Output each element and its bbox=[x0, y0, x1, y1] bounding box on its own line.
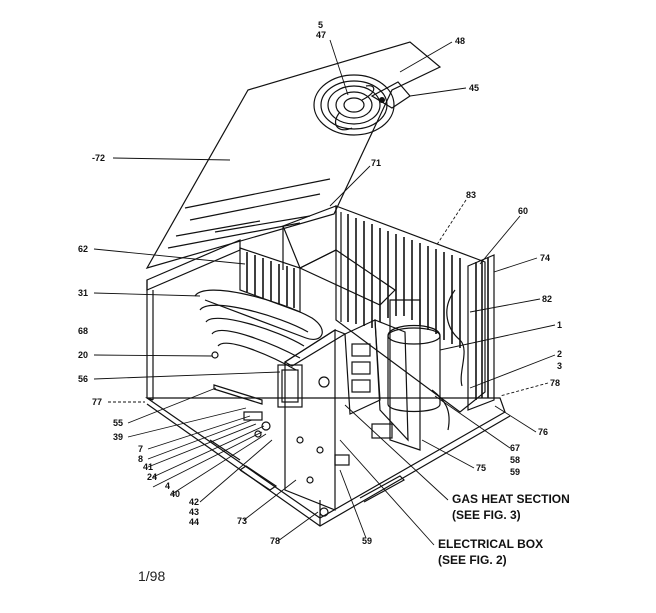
revision-date: 1/98 bbox=[138, 568, 165, 584]
part-label: 44 bbox=[189, 517, 199, 527]
gas-heat-section-label: GAS HEAT SECTION bbox=[452, 492, 570, 506]
compressor bbox=[387, 325, 450, 431]
part-label: 31 bbox=[78, 288, 88, 298]
part-label: 71 bbox=[371, 158, 381, 168]
part-label: 78 bbox=[270, 536, 280, 546]
part-label: 78 bbox=[550, 378, 560, 388]
part-label: 76 bbox=[538, 427, 548, 437]
part-label: 82 bbox=[542, 294, 552, 304]
part-label: 39 bbox=[113, 432, 123, 442]
part-label: 40 bbox=[170, 489, 180, 499]
electrical-box-label: ELECTRICAL BOX bbox=[438, 537, 543, 551]
part-label: 55 bbox=[113, 418, 123, 428]
part-label: 60 bbox=[518, 206, 528, 216]
heat-exchanger bbox=[239, 247, 301, 313]
part-label: 67 bbox=[510, 443, 520, 453]
electrical-box-reference: (SEE FIG. 2) bbox=[438, 553, 507, 567]
part-label: 75 bbox=[476, 463, 486, 473]
part-label: 24 bbox=[147, 472, 157, 482]
part-label: 1 bbox=[557, 320, 562, 330]
top-panel bbox=[145, 41, 442, 269]
part-label: 68 bbox=[78, 326, 88, 336]
part-label: 41 bbox=[143, 462, 153, 472]
part-label: 3 bbox=[557, 361, 562, 371]
part-label: 58 bbox=[510, 455, 520, 465]
gas-heat-reference: (SEE FIG. 3) bbox=[452, 508, 521, 522]
condenser-coil bbox=[335, 205, 495, 413]
part-label: 59 bbox=[362, 536, 372, 546]
part-label: 5 bbox=[318, 20, 323, 30]
part-label: 43 bbox=[189, 507, 199, 517]
part-label: 73 bbox=[237, 516, 247, 526]
part-label: 56 bbox=[78, 374, 88, 384]
part-label: 20 bbox=[78, 350, 88, 360]
part-label: 48 bbox=[455, 36, 465, 46]
part-label: -72 bbox=[92, 153, 105, 163]
electrical-box bbox=[334, 299, 421, 466]
gas-valve-assembly bbox=[211, 351, 271, 438]
part-label: 83 bbox=[466, 190, 476, 200]
part-label: 62 bbox=[78, 244, 88, 254]
part-label: 8 bbox=[138, 454, 143, 464]
leader-lines bbox=[93, 39, 556, 546]
part-label: 59 bbox=[510, 467, 520, 477]
part-label: 74 bbox=[540, 253, 550, 263]
part-label: 47 bbox=[316, 30, 326, 40]
burner-tubes bbox=[194, 289, 323, 371]
part-label: 4 bbox=[165, 481, 170, 491]
part-labels: 5 47 48 45 -72 71 83 60 62 74 31 82 68 1… bbox=[78, 20, 562, 546]
part-label: 42 bbox=[189, 497, 199, 507]
control-panel bbox=[277, 328, 347, 517]
part-label: 2 bbox=[557, 349, 562, 359]
part-label: 7 bbox=[138, 444, 143, 454]
part-label: 45 bbox=[469, 83, 479, 93]
part-label: 77 bbox=[92, 397, 102, 407]
fan-assembly bbox=[313, 74, 411, 136]
section-callouts: GAS HEAT SECTION (SEE FIG. 3) ELECTRICAL… bbox=[438, 492, 570, 567]
